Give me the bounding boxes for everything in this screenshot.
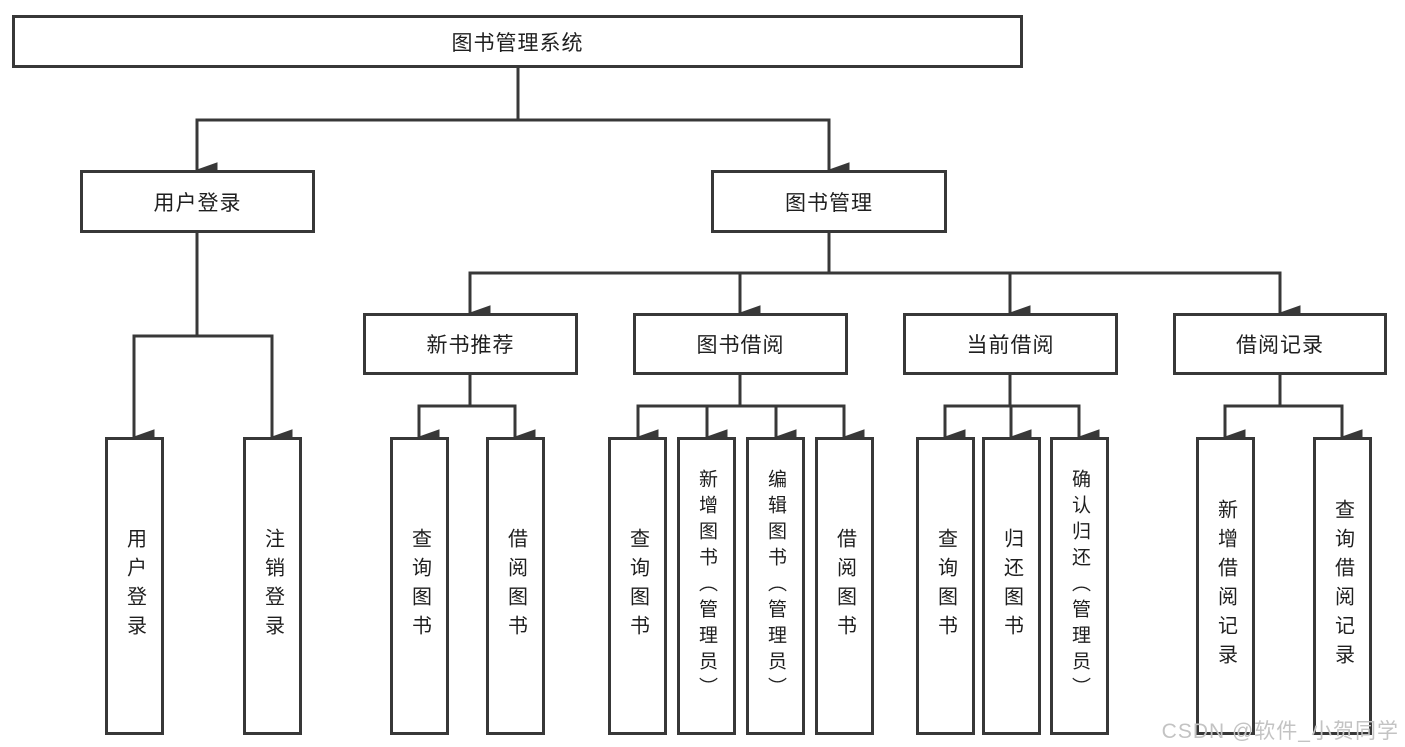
- node-borrowing-records: 借阅记录: [1173, 313, 1387, 375]
- leaf-query-borrow-record: 查询借阅记录: [1313, 437, 1372, 735]
- leaf-add-books-admin: 新增图书（管理员）: [677, 437, 736, 735]
- leaf-user-login: 用户登录: [105, 437, 164, 735]
- leaf-borrow-books-recommend: 借阅图书: [486, 437, 545, 735]
- leaf-query-books-recommend-label: 查询图书: [408, 528, 431, 644]
- node-new-book-recommend: 新书推荐: [363, 313, 578, 375]
- leaf-confirm-return-admin-label: 确认归还（管理员）: [1069, 469, 1090, 703]
- leaf-borrow-books-borrowing: 借阅图书: [815, 437, 874, 735]
- node-new-book-recommend-label: 新书推荐: [426, 334, 515, 357]
- node-book-borrowing: 图书借阅: [633, 313, 848, 375]
- csdn-watermark: CSDN @软件_小贺同学: [1161, 720, 1399, 743]
- node-current-borrowing-label: 当前借阅: [966, 334, 1055, 357]
- node-current-borrowing: 当前借阅: [903, 313, 1118, 375]
- node-root-label: 图书管理系统: [451, 31, 584, 55]
- leaf-edit-books-admin-label: 编辑图书（管理员）: [765, 469, 786, 703]
- node-book-borrowing-label: 图书借阅: [696, 334, 785, 357]
- leaf-borrow-books-borrowing-label: 借阅图书: [833, 528, 856, 644]
- node-borrowing-records-label: 借阅记录: [1236, 334, 1324, 357]
- leaf-add-borrow-record: 新增借阅记录: [1196, 437, 1255, 735]
- leaf-query-books-recommend: 查询图书: [390, 437, 449, 735]
- node-root-system: 图书管理系统: [12, 15, 1023, 68]
- leaf-return-books-label: 归还图书: [1000, 528, 1023, 644]
- leaf-query-books-borrowing-label: 查询图书: [626, 528, 649, 644]
- leaf-query-borrow-record-label: 查询借阅记录: [1331, 499, 1354, 673]
- leaf-add-borrow-record-label: 新增借阅记录: [1214, 499, 1237, 673]
- node-user-login: 用户登录: [80, 170, 315, 233]
- leaf-user-login-label: 用户登录: [123, 528, 146, 644]
- leaf-borrow-books-recommend-label: 借阅图书: [504, 528, 527, 644]
- leaf-logout: 注销登录: [243, 437, 302, 735]
- leaf-query-books-current: 查询图书: [916, 437, 975, 735]
- leaf-add-books-admin-label: 新增图书（管理员）: [696, 469, 717, 703]
- leaf-query-books-borrowing: 查询图书: [608, 437, 667, 735]
- node-book-management: 图书管理: [711, 170, 947, 233]
- leaf-logout-label: 注销登录: [261, 528, 284, 644]
- node-book-management-label: 图书管理: [785, 191, 873, 215]
- leaf-return-books: 归还图书: [982, 437, 1041, 735]
- leaf-confirm-return-admin: 确认归还（管理员）: [1050, 437, 1109, 735]
- node-user-login-label: 用户登录: [153, 191, 242, 215]
- leaf-edit-books-admin: 编辑图书（管理员）: [746, 437, 805, 735]
- leaf-query-books-current-label: 查询图书: [934, 528, 957, 644]
